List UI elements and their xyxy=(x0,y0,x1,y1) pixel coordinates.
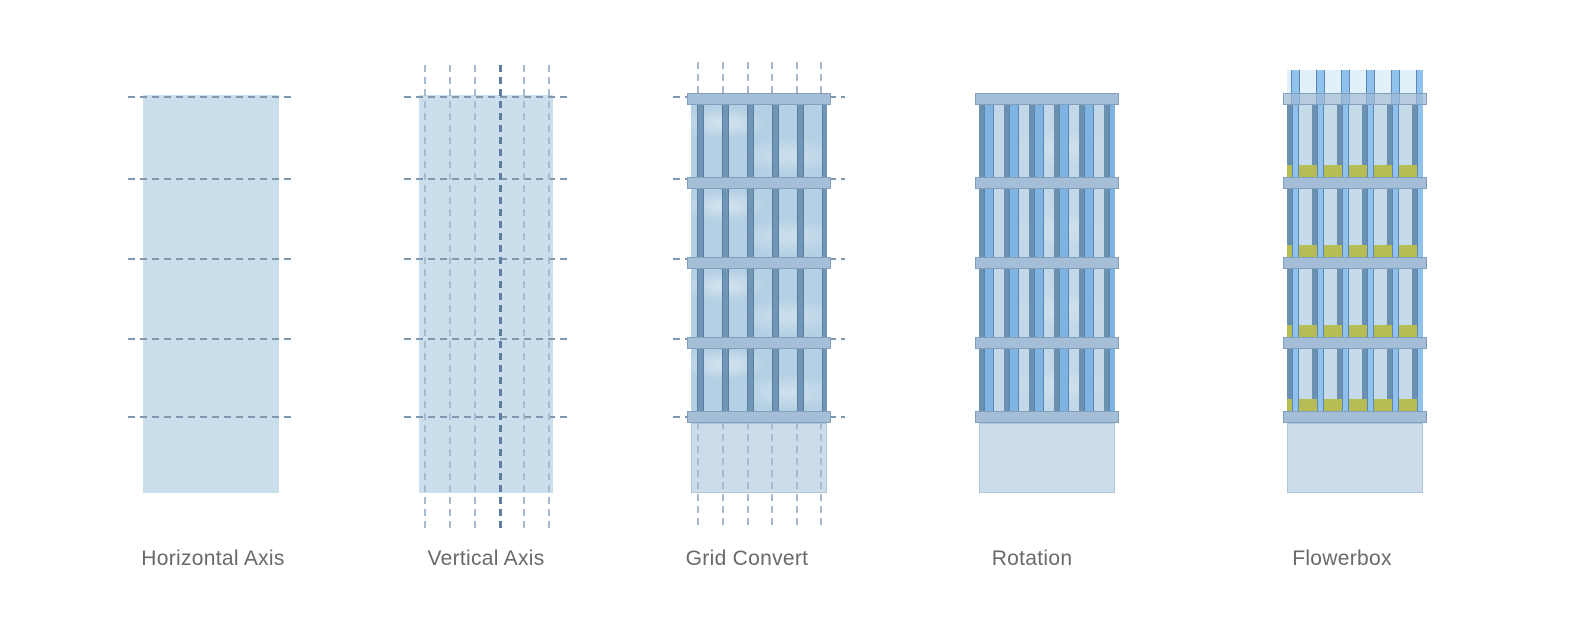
podium-base xyxy=(979,423,1115,493)
horizontal-guide-line xyxy=(128,178,295,180)
podium-base xyxy=(691,423,827,493)
panel-label: Rotation xyxy=(991,547,1073,570)
rotation-floor xyxy=(979,269,1115,337)
horizontal-guide-line xyxy=(128,96,295,98)
vertical-guide-line xyxy=(449,65,451,528)
spandrel-band xyxy=(687,93,831,105)
horizontal-guide-line xyxy=(128,258,295,260)
horizontal-guide-line xyxy=(404,416,570,418)
spandrel-band xyxy=(687,411,831,423)
spandrel-band xyxy=(975,337,1119,349)
glazing-floor xyxy=(691,105,827,177)
vertical-guide-line xyxy=(424,65,426,528)
spandrel-band xyxy=(1283,337,1427,349)
rotation-floor xyxy=(979,189,1115,257)
spandrel-band xyxy=(1283,93,1427,105)
flowerbox-floor xyxy=(1287,189,1423,257)
horizontal-guide-line xyxy=(128,416,295,418)
vertical-guide-line xyxy=(474,65,476,528)
spandrel-band xyxy=(975,177,1119,189)
horizontal-guide-line xyxy=(128,338,295,340)
glazing-floor xyxy=(691,349,827,411)
rotation-floor xyxy=(979,349,1115,411)
vertical-guide-line xyxy=(548,65,550,528)
massing-rectangle xyxy=(143,95,279,493)
facade-grid-convert xyxy=(687,93,831,423)
horizontal-guide-line xyxy=(404,258,570,260)
vertical-guide-line xyxy=(499,65,502,528)
horizontal-guide-line xyxy=(404,178,570,180)
glazing-floor xyxy=(691,269,827,337)
massing-rectangle xyxy=(419,95,553,493)
rotation-floor xyxy=(979,105,1115,177)
vertical-guide-line xyxy=(523,65,525,528)
horizontal-guide-line xyxy=(404,338,570,340)
spandrel-band xyxy=(975,257,1119,269)
flowerbox-floor xyxy=(1287,349,1423,411)
facade-rotation xyxy=(975,93,1119,423)
flowerbox-floor xyxy=(1287,105,1423,177)
spandrel-band xyxy=(1283,411,1427,423)
panel-label: Grid Convert xyxy=(685,547,809,570)
glazing-floor xyxy=(691,189,827,257)
spandrel-band xyxy=(687,257,831,269)
facade-flowerbox xyxy=(1283,93,1427,423)
panel-label: Horizontal Axis xyxy=(141,547,285,570)
spandrel-band xyxy=(1283,257,1427,269)
spandrel-band xyxy=(975,93,1119,105)
panel-label: Flowerbox xyxy=(1292,547,1392,570)
flowerbox-floor xyxy=(1287,269,1423,337)
horizontal-guide-line xyxy=(404,96,570,98)
spandrel-band xyxy=(1283,177,1427,189)
panel-label: Vertical Axis xyxy=(427,547,545,570)
spandrel-band xyxy=(687,177,831,189)
spandrel-band xyxy=(687,337,831,349)
spandrel-band xyxy=(975,411,1119,423)
podium-base xyxy=(1287,423,1423,493)
